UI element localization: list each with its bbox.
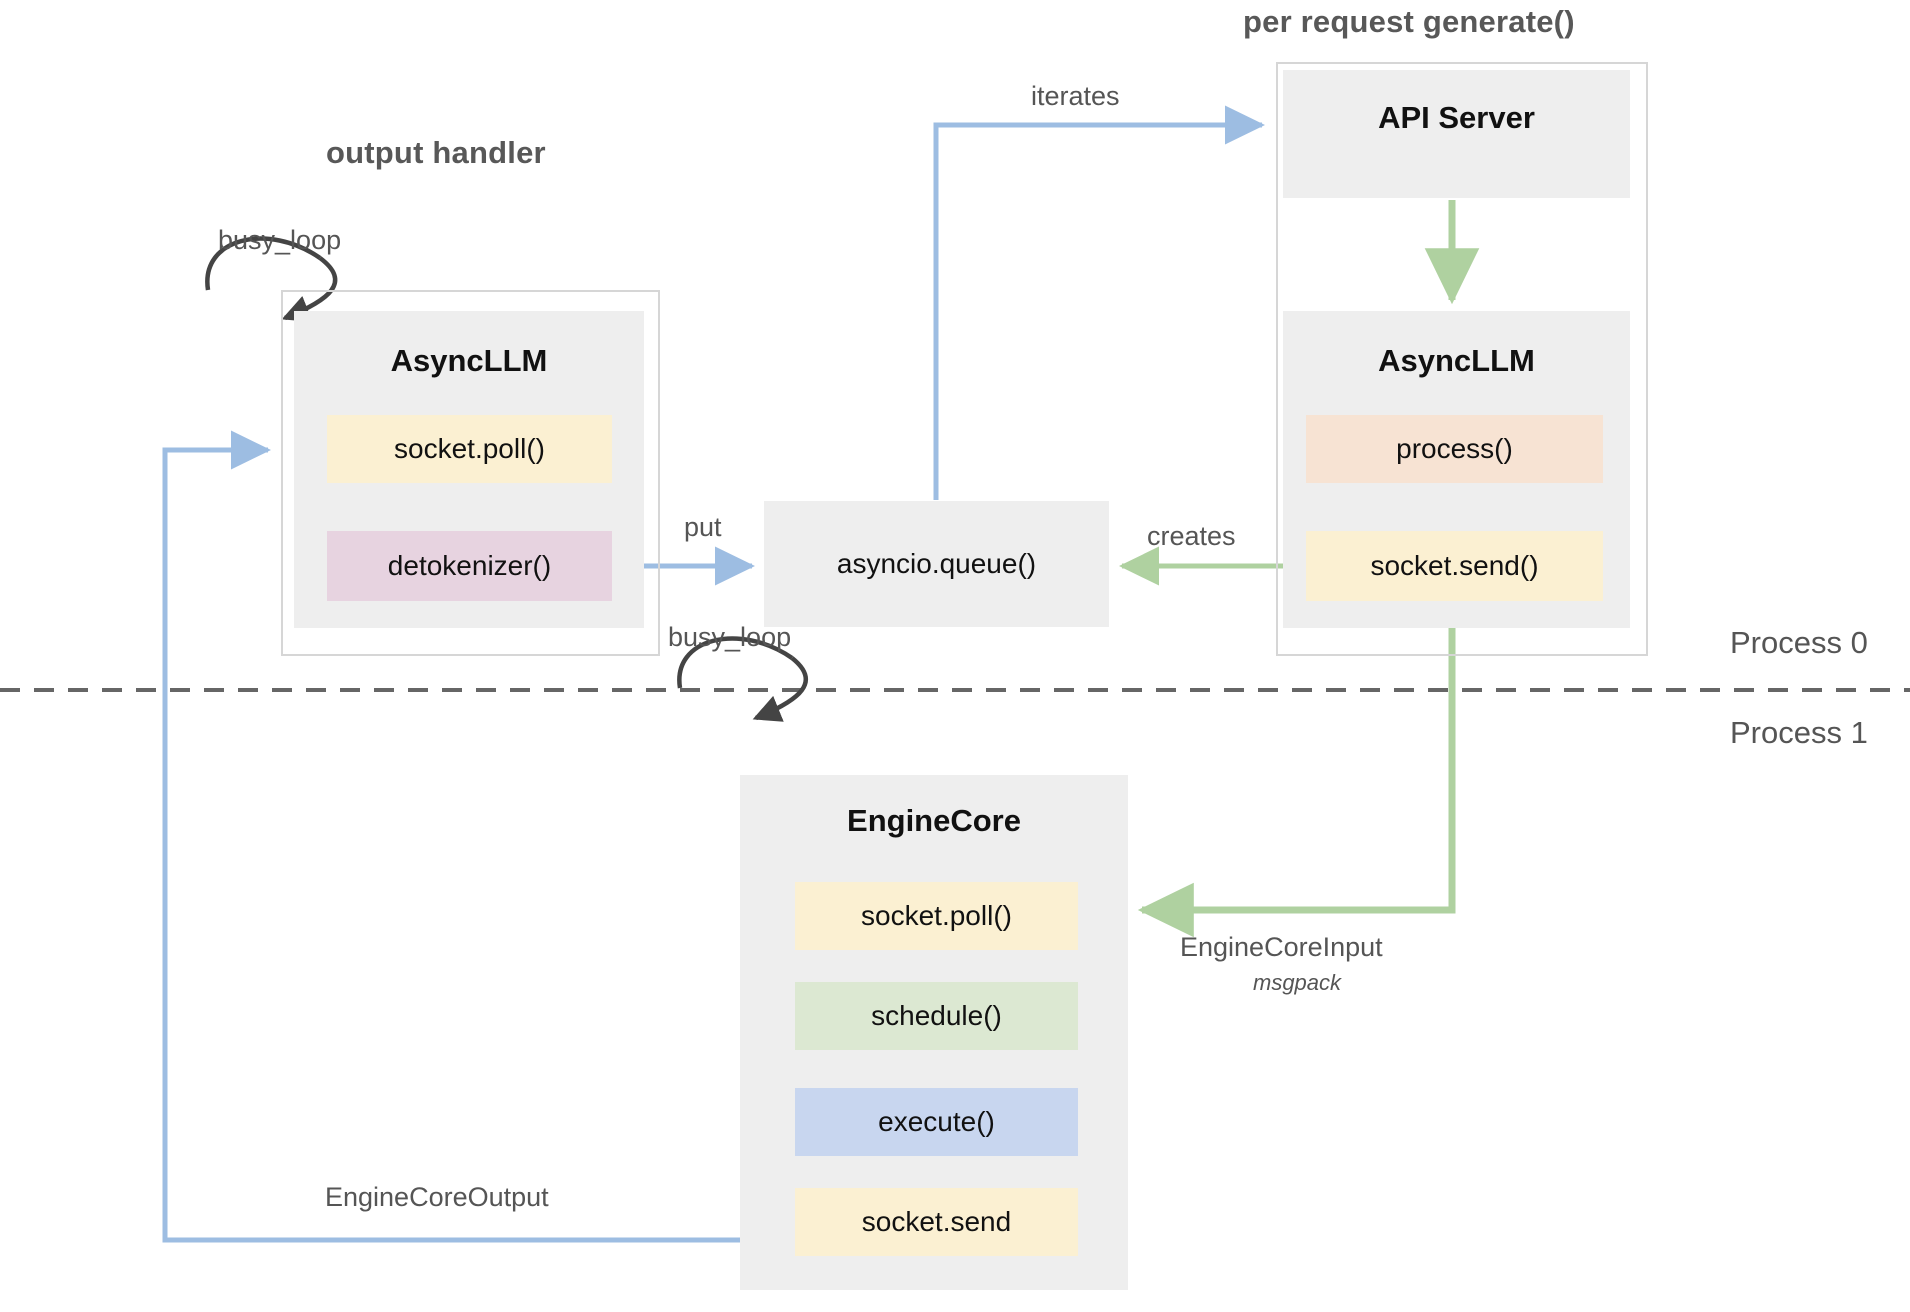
chip-socket-poll-left-label: socket.poll() (394, 433, 545, 464)
busy-loop-left-label: busy_loop (218, 225, 342, 255)
api-server-panel[interactable]: API Server (1283, 70, 1630, 198)
engine-core-title: EngineCore (847, 803, 1021, 838)
async-llm-right-title: AsyncLLM (1378, 343, 1535, 378)
chip-socket-send-right-label: socket.send() (1370, 550, 1539, 581)
output-handler-title: output handler (326, 135, 546, 170)
chip-socket-poll-engine[interactable]: socket.poll() (795, 882, 1078, 950)
chip-execute[interactable]: execute() (795, 1088, 1078, 1156)
busy-loop-arrow-engine-head (752, 656, 808, 722)
chip-detokenizer-label: detokenizer() (387, 550, 552, 581)
chip-socket-poll-engine-label: socket.poll() (861, 900, 1012, 931)
engine-core-output-label: EngineCoreOutput (325, 1182, 549, 1212)
chip-execute-label: execute() (878, 1106, 995, 1137)
busy-loop-engine-label: busy_loop (668, 622, 792, 652)
per-request-generate-title: per request generate() (1243, 4, 1575, 39)
per-request-generate-frame (1276, 62, 1648, 656)
async-llm-left-title: AsyncLLM (390, 343, 548, 378)
process-1-label: Process 1 (1730, 715, 1868, 750)
process-0-label: Process 0 (1730, 625, 1868, 660)
chip-schedule-label: schedule() (871, 1000, 1002, 1031)
output-handler-frame (281, 290, 660, 656)
asyncio-queue-box[interactable]: asyncio.queue() (764, 501, 1109, 627)
iterates-label: iterates (1031, 81, 1120, 111)
api-server-title: API Server (1378, 100, 1535, 135)
put-label: put (684, 512, 722, 542)
chip-schedule[interactable]: schedule() (795, 982, 1078, 1050)
chip-detokenizer[interactable]: detokenizer() (327, 531, 612, 601)
creates-label: creates (1147, 521, 1236, 551)
chip-process-label: process() (1396, 433, 1513, 464)
chip-process[interactable]: process() (1306, 415, 1603, 483)
engine-core-input-sublabel: msgpack (1253, 970, 1342, 995)
engine-core-input-label: EngineCoreInput (1180, 932, 1383, 962)
chip-socket-send-engine-label: socket.send (861, 1206, 1012, 1237)
chip-socket-poll-left[interactable]: socket.poll() (327, 415, 612, 483)
iterates-edge (933, 105, 1265, 500)
chip-socket-send-engine[interactable]: socket.send (795, 1188, 1078, 1256)
asyncio-queue-label: asyncio.queue() (836, 548, 1037, 579)
chip-socket-send-right[interactable]: socket.send() (1306, 531, 1603, 601)
